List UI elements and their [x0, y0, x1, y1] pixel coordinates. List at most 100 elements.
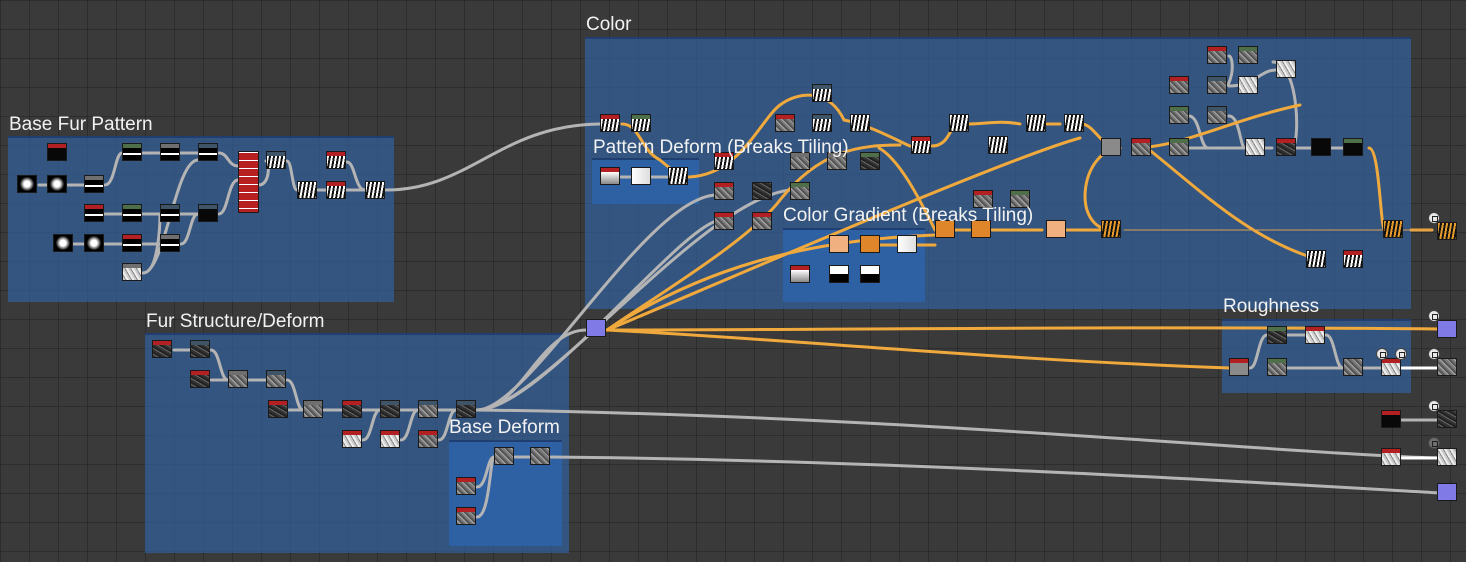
graph-node[interactable]	[860, 265, 880, 283]
graph-node[interactable]	[122, 234, 142, 252]
graph-node[interactable]	[790, 182, 810, 200]
graph-node[interactable]	[238, 151, 259, 213]
graph-node[interactable]	[1229, 358, 1249, 376]
graph-node[interactable]	[714, 212, 734, 230]
graph-node[interactable]	[790, 152, 810, 170]
graph-node[interactable]	[342, 430, 362, 448]
graph-node[interactable]	[152, 340, 172, 358]
graph-node[interactable]	[1311, 138, 1331, 156]
graph-node[interactable]	[988, 136, 1008, 154]
graph-node[interactable]	[380, 430, 400, 448]
graph-node[interactable]	[1381, 358, 1401, 376]
graph-node[interactable]	[1381, 410, 1401, 428]
graph-node[interactable]	[631, 167, 651, 185]
graph-node[interactable]	[897, 235, 917, 253]
graph-node[interactable]	[949, 114, 969, 132]
frame-body[interactable]	[585, 37, 1411, 309]
graph-node[interactable]	[17, 175, 37, 193]
graph-node[interactable]	[1343, 358, 1363, 376]
graph-node[interactable]	[911, 136, 931, 154]
graph-node[interactable]	[812, 84, 832, 102]
graph-node[interactable]	[1064, 114, 1084, 132]
graph-node[interactable]	[190, 340, 210, 358]
graph-node[interactable]	[1276, 60, 1296, 78]
graph-node[interactable]	[1207, 46, 1227, 64]
output-icon[interactable]	[1376, 348, 1388, 360]
graph-node[interactable]	[122, 204, 142, 222]
graph-node[interactable]	[1207, 106, 1227, 124]
graph-node[interactable]	[494, 447, 514, 465]
graph-node[interactable]	[122, 263, 142, 281]
output-icon[interactable]	[1428, 348, 1440, 360]
graph-node[interactable]	[1276, 138, 1296, 156]
graph-node[interactable]	[1305, 326, 1325, 344]
graph-node[interactable]	[1131, 138, 1151, 156]
graph-node[interactable]	[198, 204, 218, 222]
graph-node[interactable]	[1267, 326, 1287, 344]
graph-node[interactable]	[1306, 250, 1326, 268]
graph-node[interactable]	[122, 143, 142, 161]
graph-node[interactable]	[860, 235, 880, 253]
graph-node[interactable]	[586, 319, 606, 337]
graph-node[interactable]	[1381, 448, 1401, 466]
graph-node[interactable]	[752, 212, 772, 230]
graph-node[interactable]	[827, 152, 847, 170]
graph-node[interactable]	[1238, 76, 1258, 94]
graph-node[interactable]	[53, 234, 73, 252]
graph-node[interactable]	[418, 430, 438, 448]
graph-node[interactable]	[668, 167, 688, 185]
graph-node[interactable]	[303, 400, 323, 418]
graph-node[interactable]	[1101, 138, 1121, 156]
graph-node[interactable]	[935, 220, 955, 238]
output-icon[interactable]	[1395, 348, 1407, 360]
graph-node[interactable]	[456, 507, 476, 525]
graph-node[interactable]	[1169, 106, 1189, 124]
graph-node[interactable]	[47, 143, 67, 161]
graph-node[interactable]	[829, 235, 849, 253]
graph-node[interactable]	[1169, 138, 1189, 156]
graph-node[interactable]	[1238, 46, 1258, 64]
graph-node[interactable]	[1437, 222, 1457, 240]
graph-node[interactable]	[714, 152, 734, 170]
graph-node[interactable]	[1437, 410, 1457, 428]
graph-node[interactable]	[1010, 190, 1030, 208]
output-icon[interactable]	[1428, 400, 1440, 412]
graph-node[interactable]	[326, 151, 346, 169]
graph-node[interactable]	[1101, 220, 1121, 238]
output-icon[interactable]	[1428, 437, 1440, 449]
graph-node[interactable]	[418, 400, 438, 418]
graph-node[interactable]	[228, 370, 248, 388]
graph-node[interactable]	[812, 114, 832, 132]
graph-node[interactable]	[1437, 358, 1457, 376]
graph-node[interactable]	[1437, 448, 1457, 466]
graph-node[interactable]	[1026, 114, 1046, 132]
graph-node[interactable]	[829, 265, 849, 283]
graph-node[interactable]	[326, 181, 346, 199]
graph-node[interactable]	[530, 447, 550, 465]
graph-node[interactable]	[1046, 220, 1066, 238]
output-icon[interactable]	[1428, 212, 1440, 224]
graph-node[interactable]	[190, 370, 210, 388]
graph-node[interactable]	[1437, 320, 1457, 338]
graph-node[interactable]	[1383, 220, 1403, 238]
graph-node[interactable]	[1207, 76, 1227, 94]
graph-node[interactable]	[268, 400, 288, 418]
graph-node[interactable]	[84, 234, 104, 252]
graph-node[interactable]	[160, 234, 180, 252]
graph-node[interactable]	[47, 175, 67, 193]
graph-node[interactable]	[973, 190, 993, 208]
graph-node[interactable]	[1267, 358, 1287, 376]
graph-node[interactable]	[790, 265, 810, 283]
graph-node[interactable]	[198, 143, 218, 161]
graph-node[interactable]	[84, 175, 104, 193]
graph-node[interactable]	[160, 143, 180, 161]
graph-node[interactable]	[860, 152, 880, 170]
graph-node[interactable]	[297, 181, 317, 199]
graph-node[interactable]	[775, 114, 795, 132]
graph-node[interactable]	[971, 220, 991, 238]
graph-node[interactable]	[84, 204, 104, 222]
graph-node[interactable]	[365, 181, 385, 199]
graph-node[interactable]	[752, 182, 772, 200]
graph-node[interactable]	[714, 182, 734, 200]
graph-node[interactable]	[1437, 483, 1457, 501]
